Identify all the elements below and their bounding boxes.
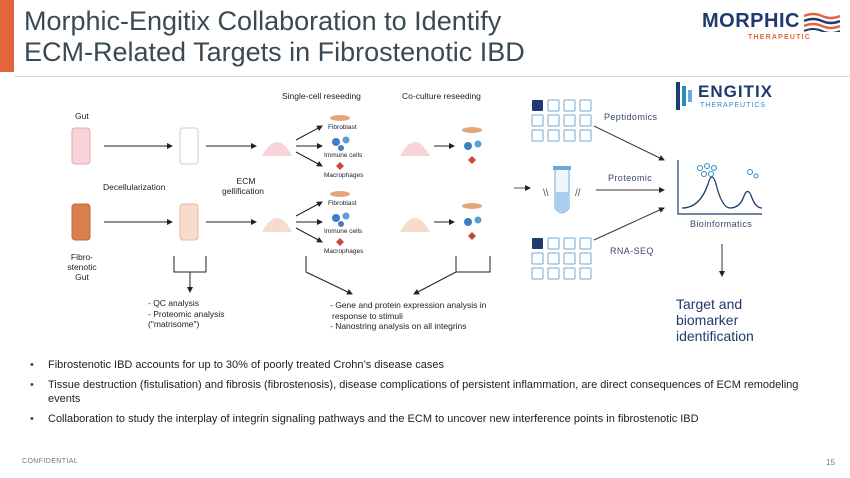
fibro-label-line3: Gut	[75, 272, 89, 282]
gene-analysis-list: - Gene and protein expression analysis i…	[330, 300, 486, 332]
bullet-item: • Fibrostenotic IBD accounts for up to 30…	[30, 358, 820, 372]
qc-item-1: - QC analysis	[148, 298, 200, 308]
immune-cell-icon	[332, 138, 340, 146]
decell-tube-icon	[179, 127, 199, 165]
fibro-label-line1: Fibro-	[70, 252, 94, 262]
decell-fibro-tube-icon	[179, 203, 199, 241]
title-line-1: Morphic-Engitix Collaboration to Identif…	[24, 6, 502, 36]
morphic-logo-word: MORPHIC	[702, 10, 800, 32]
rnaseq-label: RNA-SEQ	[610, 246, 654, 256]
qc-item-2: - Proteomic analysis	[148, 308, 225, 319]
bullet-dot-icon: •	[30, 379, 34, 391]
workflow-diagram: \\ //	[71, 99, 763, 295]
macrophages-label: Macrophages	[324, 172, 364, 179]
morphic-logo: MORPHIC THERAPEUTIC	[700, 10, 840, 44]
gut-label: Gut	[75, 111, 89, 121]
title-line-2: ECM-Related Targets in Fibrostenotic IBD	[24, 37, 525, 67]
decell-label: Decellularization	[103, 182, 166, 192]
coculture-label: Co-culture reseeding	[402, 91, 481, 101]
gel-mound-icon	[262, 218, 292, 232]
fibro-label: Fibro- stenotic Gut	[62, 252, 102, 282]
bullet-dot-icon: •	[30, 413, 34, 425]
gel-mound-icon	[400, 218, 430, 232]
accent-bar	[0, 0, 14, 72]
bullet-item: • Collaboration to study the interplay of…	[30, 412, 820, 426]
gene-item-2: response to stimuli	[332, 310, 403, 321]
fibroblast-label-2: Fibroblast	[328, 200, 357, 207]
ecm-label-line2: gellification	[221, 186, 265, 196]
bullet-item: • Tissue destruction (fistulisation) and …	[30, 378, 820, 406]
gene-item-3: - Nanostring analysis on all integrins	[330, 321, 467, 331]
single-cell-label: Single-cell reseeding	[282, 91, 361, 101]
engitix-mark-icon	[676, 82, 692, 110]
immune-label-2: Immune cells	[324, 228, 363, 235]
target-identification: Target and biomarker identification	[676, 296, 786, 344]
ecm-label: ECM gellification	[222, 176, 266, 196]
target-line-3: identification	[676, 328, 754, 344]
peptidomics-grid-icon	[531, 99, 592, 142]
gel-mound-icon	[262, 142, 292, 156]
immune-label: Immune cells	[324, 152, 363, 159]
target-line-2: biomarker	[676, 312, 739, 328]
gene-item-1: - Gene and protein expression analysis i…	[330, 300, 487, 310]
fibro-tube-icon	[71, 203, 91, 241]
test-tube-icon: \\ //	[543, 166, 581, 214]
bullet-list: • Fibrostenotic IBD accounts for up to 30…	[30, 358, 820, 432]
bullet-text: Fibrostenotic IBD accounts for up to 30%…	[48, 359, 445, 371]
engitix-logo: ENGITIX THERAPEUTICS	[676, 80, 786, 116]
fibroblast-cell-icon	[330, 115, 350, 121]
bioinformatics-label: Bioinformatics	[690, 219, 753, 229]
svg-text://: //	[575, 188, 581, 199]
rnaseq-grid-icon	[531, 237, 592, 280]
engitix-logo-word: ENGITIX	[698, 82, 774, 101]
svg-text:\\: \\	[543, 188, 549, 199]
page-number: 15	[826, 458, 835, 467]
engitix-logo-sub: THERAPEUTICS	[700, 102, 767, 109]
target-line-1: Target and	[676, 296, 743, 312]
macrophages-label-2: Macrophages	[324, 248, 364, 255]
qc-analysis-list: - QC analysis - Proteomic analysis ("mat…	[148, 298, 225, 330]
confidential-label: CONFIDENTIAL	[22, 458, 79, 465]
morphic-wave-icon	[804, 12, 840, 32]
fibroblast-label: Fibroblast	[328, 124, 357, 131]
page-title: Morphic-Engitix Collaboration to Identif…	[24, 6, 664, 68]
fibro-label-line2: stenotic	[67, 262, 97, 272]
ecm-label-line1: ECM	[236, 176, 256, 186]
macrophage-cell-icon	[336, 162, 344, 170]
bioinformatics-chart-icon	[677, 160, 763, 215]
qc-item-3: ("matrisome")	[148, 319, 200, 329]
header-divider	[14, 76, 850, 77]
bullet-text: Collaboration to study the interplay of …	[48, 413, 699, 425]
gel-mound-icon	[400, 142, 430, 156]
proteomic-label: Proteomic	[608, 173, 653, 183]
gut-tube-icon	[71, 127, 91, 165]
bullet-text: Tissue destruction (fistulisation) and f…	[48, 379, 799, 405]
bullet-dot-icon: •	[30, 359, 34, 371]
morphic-logo-sub: THERAPEUTIC	[748, 34, 811, 41]
peptidomics-label: Peptidomics	[604, 112, 658, 122]
